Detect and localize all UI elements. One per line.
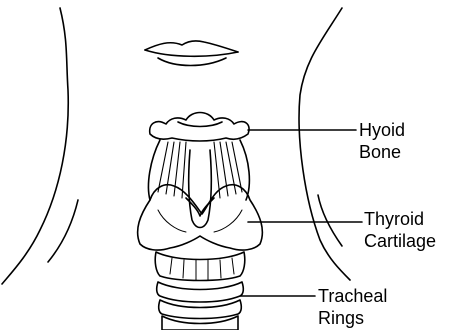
neck-left-inner — [48, 200, 78, 262]
membrane-strands — [158, 142, 242, 198]
tracheal-label-line1: Tracheal — [318, 285, 387, 307]
hyoid-label-line1: Hyoid — [359, 119, 405, 141]
tracheal-rings-label: Tracheal Rings — [318, 285, 387, 329]
tracheal-ring-1 — [157, 282, 244, 302]
lip-line — [145, 50, 238, 56]
lower-lip — [158, 58, 226, 66]
cricoid-cartilage — [155, 252, 245, 281]
thyroid-label-line2: Cartilage — [364, 230, 436, 252]
upper-lip — [145, 41, 238, 52]
neck-right-outline — [299, 8, 350, 280]
hyoid-body-line — [178, 122, 222, 127]
hyoid-label-line2: Bone — [359, 141, 405, 163]
neck-right-inner — [318, 195, 342, 246]
thyroid-cartilage — [138, 185, 263, 250]
cricoid-shading — [170, 258, 234, 280]
thyrohyoid-membrane — [148, 140, 249, 200]
tracheal-label-line2: Rings — [318, 307, 387, 329]
hyoid-bone-label: Hyoid Bone — [359, 119, 405, 163]
neck-left-outline — [2, 8, 68, 284]
thyroid-cartilage-label: Thyroid Cartilage — [364, 208, 436, 252]
thyroid-shading — [158, 210, 242, 232]
thyroid-label-line1: Thyroid — [364, 208, 436, 230]
